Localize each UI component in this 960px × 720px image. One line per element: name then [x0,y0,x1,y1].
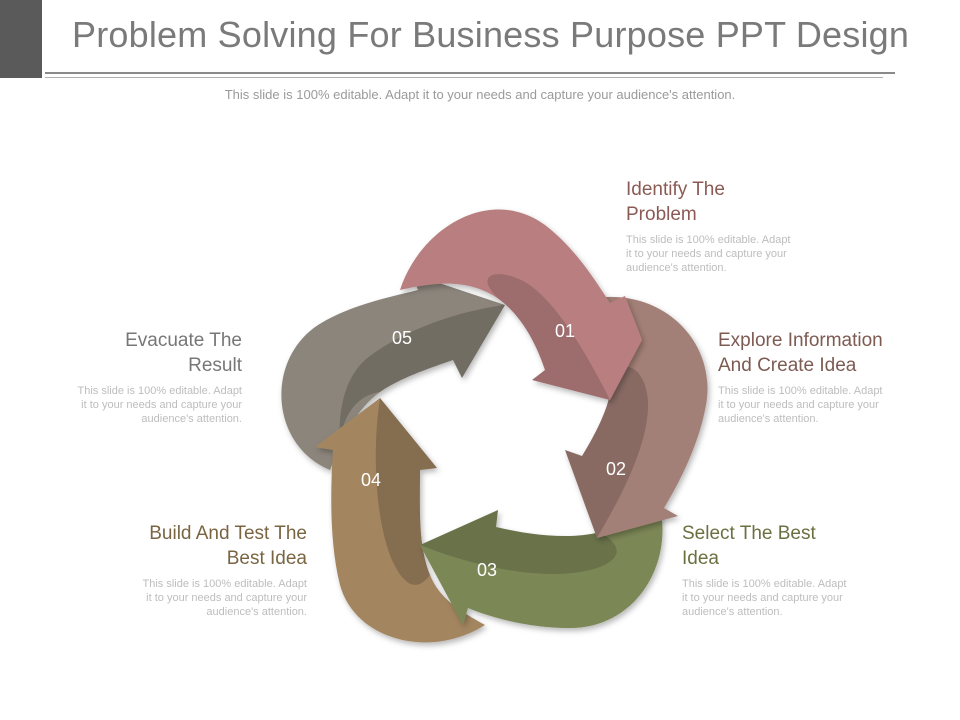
step-desc-1: This slide is 100% editable. Adapt it to… [626,233,816,275]
step-desc-4-line2: it to your needs and capture your [146,592,307,604]
arrow-step-1 [400,209,642,400]
step-desc-3-line3: audience's attention. [682,606,783,618]
arrow-step-1-fold [487,274,610,400]
title-divider-thin [45,77,883,78]
arrow-step-2 [565,296,708,538]
step-desc-3-line2: it to your needs and capture your [682,592,843,604]
step-title-4-line2: Best Idea [226,548,307,569]
step-desc-3-line1: This slide is 100% editable. Adapt [682,578,847,590]
arrow-step-4 [315,398,485,643]
step-desc-4: This slide is 100% editable. Adapt it to… [117,577,308,619]
step-title-3: Select The Best Idea [682,521,882,571]
step-title-4: Build And Test The Best Idea [107,521,307,571]
step-desc-1-line3: audience's attention. [626,262,727,274]
arrow-step-5-fold [339,305,505,440]
step-number-2: 02 [605,459,627,479]
step-desc-5-line3: audience's attention. [141,413,242,425]
step-desc-2-line3: audience's attention. [718,413,819,425]
step-desc-4-line1: This slide is 100% editable. Adapt [142,578,308,590]
arrow-step-3-fold [420,510,617,574]
step-title-2-line2: And Create Idea [718,355,857,376]
step-desc-2: This slide is 100% editable. Adapt it to… [718,384,908,426]
step-title-1-line1: Identify The [626,179,725,200]
page-subtitle: This slide is 100% editable. Adapt it to… [224,87,736,102]
corner-accent-block [0,0,42,78]
arrow-step-5 [281,274,505,470]
step-title-5-line2: Result [188,355,242,376]
step-desc-5-line1: This slide is 100% editable. Adapt [77,385,243,397]
step-number-4: 04 [360,470,382,490]
page-title: Problem Solving For Business Purpose PPT… [72,14,910,55]
step-desc-3: This slide is 100% editable. Adapt it to… [682,577,872,619]
step-desc-1-line2: it to your needs and capture your [626,248,787,260]
step-desc-2-line1: This slide is 100% editable. Adapt [718,385,883,397]
title-divider [45,72,895,74]
step-desc-5: This slide is 100% editable. Adapt it to… [52,384,243,426]
step-title-1-line2: Problem [626,204,697,225]
step-title-2-line1: Explore Information [718,330,883,351]
step-number-3: 03 [476,560,498,580]
arrow-step-3 [420,490,663,628]
step-title-4-line1: Build And Test The [149,523,307,544]
step-desc-5-line2: it to your needs and capture your [81,399,242,411]
step-title-5: Evacuate The Result [42,328,242,378]
step-desc-4-line3: audience's attention. [206,606,307,618]
step-title-3-line1: Select The Best [682,523,816,544]
step-title-1: Identify The Problem [626,177,826,227]
step-title-5-line1: Evacuate The [125,330,242,351]
step-title-2: Explore Information And Create Idea [718,328,948,378]
step-desc-2-line2: it to your needs and capture your [718,399,879,411]
step-number-5: 05 [391,328,413,348]
arrow-step-4-fold [375,398,437,585]
step-title-3-line2: Idea [682,548,719,569]
arrow-step-2-fold [565,366,649,538]
step-number-1: 01 [554,321,576,341]
step-desc-1-line1: This slide is 100% editable. Adapt [626,234,791,246]
